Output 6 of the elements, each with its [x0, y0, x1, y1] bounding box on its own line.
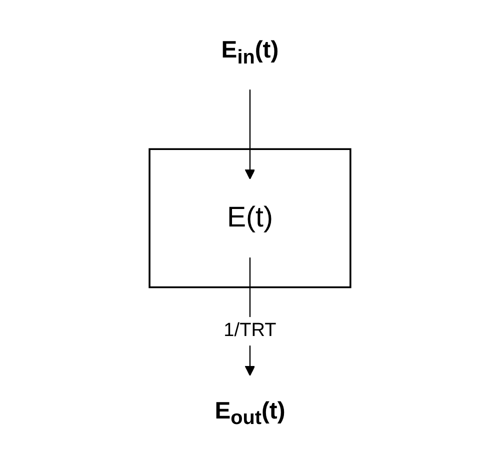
node-text: E(t)	[226, 202, 274, 234]
node-text: E$_{in}$(t)	[221, 37, 279, 68]
arrow	[244, 90, 256, 180]
node-text: E$_{out}$(t)	[214, 398, 286, 430]
cluster	[148, 148, 352, 288]
edge-label: 1/TRT	[224, 320, 276, 341]
